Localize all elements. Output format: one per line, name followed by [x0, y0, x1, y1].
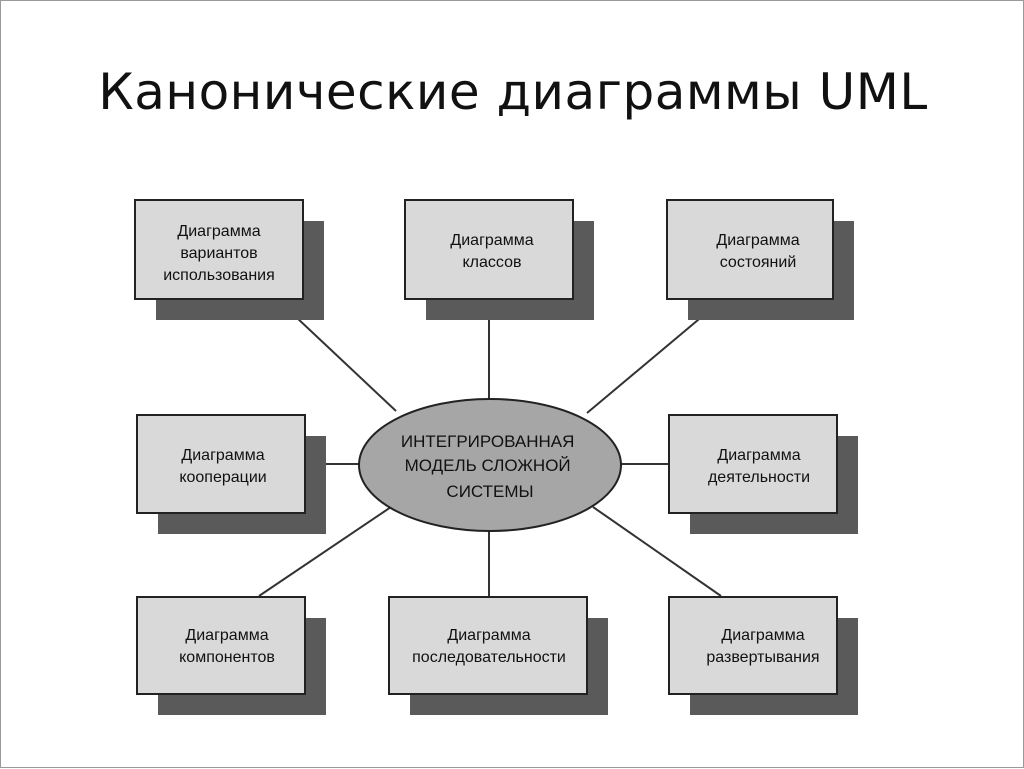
node-class-line-2: классов	[463, 254, 522, 271]
node-activity-line-2: деятельности	[708, 469, 810, 486]
node-activity-line-1: Диаграмма	[717, 447, 800, 464]
integrated-model-label: ИНТЕГРИРОВАННАЯ МОДЕЛЬ СЛОЖНОЙ СИСТЕМЫ	[401, 432, 579, 501]
node-activity: Диаграмма деятельности	[668, 414, 858, 534]
node-state-label: Диаграмма состояний	[716, 232, 799, 271]
node-collaboration-box	[136, 414, 306, 514]
connector-component	[258, 506, 392, 597]
node-use-case-line-3: использования	[163, 267, 275, 284]
node-deployment-line-2: развертывания	[706, 649, 819, 666]
integrated-model-line-1: ИНТЕГРИРОВАННАЯ	[401, 432, 574, 451]
node-class: Диаграмма классов	[404, 199, 594, 320]
node-activity-box	[668, 414, 838, 514]
node-sequence-label: Диаграмма последовательности	[412, 627, 566, 666]
integrated-model-line-3: СИСТЕМЫ	[446, 482, 533, 501]
node-collaboration-label: Диаграмма кооперации	[179, 447, 266, 486]
node-use-case: Диаграмма вариантов использования	[134, 199, 324, 320]
node-component-box	[136, 596, 306, 695]
node-use-case-label: Диаграмма вариантов использования	[163, 223, 275, 284]
integrated-model-node: ИНТЕГРИРОВАННАЯ МОДЕЛЬ СЛОЖНОЙ СИСТЕМЫ	[358, 398, 622, 532]
node-use-case-box	[134, 199, 304, 300]
integrated-model-ellipse	[358, 398, 622, 532]
node-state-line-2: состояний	[720, 254, 797, 271]
node-deployment-box	[668, 596, 838, 695]
node-state-line-1: Диаграмма	[716, 232, 799, 249]
node-use-case-line-2: вариантов	[180, 245, 257, 262]
node-class-box	[404, 199, 574, 300]
node-use-case-line-1: Диаграмма	[177, 223, 260, 240]
node-deployment: Диаграмма развертывания	[668, 596, 858, 715]
node-sequence-box	[388, 596, 588, 695]
node-class-line-1: Диаграмма	[450, 232, 533, 249]
node-sequence-line-2: последовательности	[412, 649, 566, 666]
node-sequence-line-1: Диаграмма	[447, 627, 530, 644]
node-state-box	[666, 199, 834, 300]
node-sequence: Диаграмма последовательности	[388, 596, 608, 715]
node-activity-label: Диаграмма деятельности	[708, 447, 810, 486]
node-component-label: Диаграмма компонентов	[179, 627, 275, 666]
node-collaboration-line-2: кооперации	[179, 469, 266, 486]
integrated-model-line-2: МОДЕЛЬ СЛОЖНОЙ	[405, 456, 571, 475]
node-deployment-label: Диаграмма развертывания	[706, 627, 819, 666]
node-collaboration-line-1: Диаграмма	[181, 447, 264, 464]
node-component-line-1: Диаграмма	[185, 627, 268, 644]
slide-title: Канонические диаграммы UML	[98, 63, 928, 121]
node-component-line-2: компонентов	[179, 649, 275, 666]
node-component: Диаграмма компонентов	[136, 596, 326, 715]
node-deployment-line-1: Диаграмма	[721, 627, 804, 644]
node-class-label: Диаграмма классов	[450, 232, 533, 271]
connector-deployment	[592, 506, 722, 597]
node-state: Диаграмма состояний	[666, 199, 854, 320]
node-collaboration: Диаграмма кооперации	[136, 414, 326, 534]
